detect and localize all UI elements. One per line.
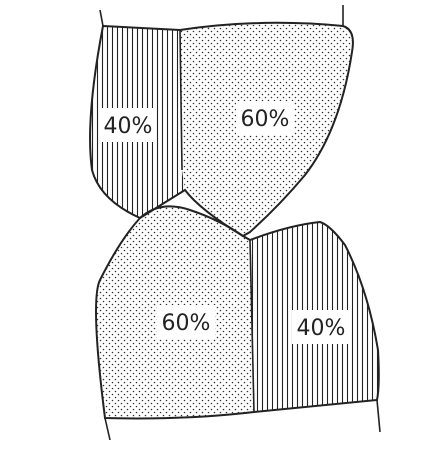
label-upper-left: 40%	[104, 114, 153, 139]
label-lower-right: 40%	[297, 316, 346, 341]
lower-left-edge-line	[105, 418, 110, 440]
lower-right-edge-line	[377, 400, 380, 432]
label-upper-right-group: 60%	[236, 101, 294, 135]
label-upper-left-group: 40%	[101, 108, 155, 142]
label-lower-left-group: 60%	[157, 305, 215, 339]
label-lower-left: 60%	[162, 311, 211, 336]
label-upper-right: 60%	[241, 107, 290, 132]
upper-left-edge-line	[100, 10, 103, 26]
label-lower-right-group: 40%	[292, 310, 350, 344]
